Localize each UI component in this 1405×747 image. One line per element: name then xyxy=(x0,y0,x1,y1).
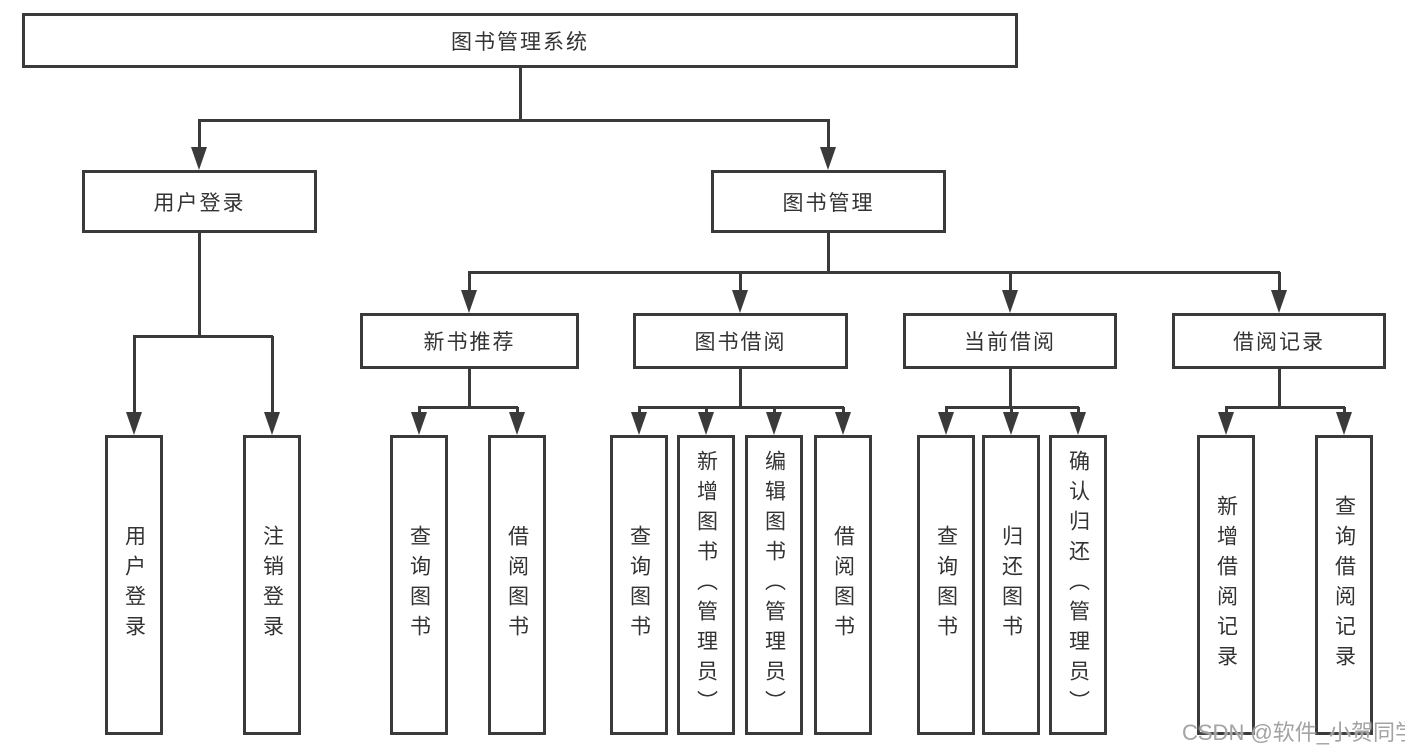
leaf-label: 用户登录 xyxy=(122,525,146,645)
node-user-login: 用户登录 xyxy=(82,170,317,233)
connector-horizontal-line xyxy=(945,406,1079,409)
connector-vertical-line xyxy=(842,407,845,414)
connector-horizontal-line xyxy=(1225,406,1345,409)
connector-vertical-line xyxy=(1009,369,1012,409)
arrowhead-down-icon xyxy=(1070,412,1086,435)
leaf-label: 确认归还（管理员） xyxy=(1066,450,1090,720)
node-label: 新书推荐 xyxy=(423,331,516,354)
arrowhead-down-icon xyxy=(938,412,954,435)
node-new-book-recommendation: 新书推荐 xyxy=(360,313,579,369)
leaf-add-books-admin: 新增图书（管理员） xyxy=(677,435,735,735)
arrowhead-down-icon xyxy=(1336,412,1352,435)
node-library-management-system: 图书管理系统 xyxy=(22,13,1018,68)
leaf-label: 查询图书 xyxy=(627,525,651,645)
node-label: 用户登录 xyxy=(153,191,246,215)
leaf-label: 归还图书 xyxy=(999,525,1023,645)
connector-vertical-line xyxy=(739,369,742,409)
arrowhead-down-icon xyxy=(835,412,851,435)
node-label: 图书管理 xyxy=(782,191,875,215)
connector-horizontal-line xyxy=(638,406,844,409)
arrowhead-down-icon xyxy=(509,412,525,435)
connector-vertical-line xyxy=(418,407,421,414)
node-current-borrowing: 当前借阅 xyxy=(903,313,1117,369)
leaf-query-books-current: 查询图书 xyxy=(917,435,975,735)
arrowhead-down-icon xyxy=(126,412,142,435)
connector-vertical-line xyxy=(198,119,201,150)
arrowhead-down-icon xyxy=(191,147,207,170)
connector-vertical-line xyxy=(945,407,948,414)
node-book-borrowing: 图书借阅 xyxy=(633,313,848,369)
leaf-confirm-return-admin: 确认归还（管理员） xyxy=(1049,435,1107,735)
leaf-label: 注销登录 xyxy=(260,525,284,645)
connector-horizontal-line xyxy=(468,271,1280,274)
arrowhead-down-icon xyxy=(461,290,477,313)
leaf-label: 借阅图书 xyxy=(505,525,529,645)
leaf-label: 新增图书（管理员） xyxy=(694,450,718,720)
leaf-user-login: 用户登录 xyxy=(105,435,163,735)
connector-vertical-line xyxy=(271,336,274,414)
arrowhead-down-icon xyxy=(698,412,714,435)
connector-vertical-line xyxy=(133,336,136,414)
csdn-watermark: CSDN @软件_小贺同学 xyxy=(1182,720,1405,745)
node-borrowing-records: 借阅记录 xyxy=(1172,313,1386,369)
connector-horizontal-line xyxy=(133,335,273,338)
leaf-query-books-borrow: 查询图书 xyxy=(610,435,668,735)
node-label: 图书管理系统 xyxy=(451,30,589,54)
leaf-label: 新增借阅记录 xyxy=(1214,495,1238,675)
connector-vertical-line xyxy=(1009,272,1012,292)
connector-vertical-line xyxy=(1225,407,1228,414)
node-label: 当前借阅 xyxy=(964,331,1056,354)
arrowhead-down-icon xyxy=(1218,412,1234,435)
connector-vertical-line xyxy=(827,233,830,274)
connector-vertical-line xyxy=(198,233,201,338)
connector-vertical-line xyxy=(739,272,742,292)
node-label: 借阅记录 xyxy=(1233,331,1325,354)
leaf-label: 编辑图书（管理员） xyxy=(762,450,786,720)
leaf-label: 查询图书 xyxy=(407,525,431,645)
connector-vertical-line xyxy=(516,407,519,414)
connector-vertical-line xyxy=(827,119,830,150)
leaf-add-borrow-record: 新增借阅记录 xyxy=(1197,435,1255,735)
arrowhead-down-icon xyxy=(766,412,782,435)
leaf-label: 查询图书 xyxy=(934,525,958,645)
leaf-query-books-recommend: 查询图书 xyxy=(390,435,448,735)
connector-horizontal-line xyxy=(198,119,829,122)
connector-vertical-line xyxy=(1278,272,1281,292)
node-book-management: 图书管理 xyxy=(711,170,946,233)
connector-vertical-line xyxy=(1278,369,1281,409)
arrowhead-down-icon xyxy=(732,290,748,313)
connector-vertical-line xyxy=(705,407,708,414)
leaf-borrow-books: 借阅图书 xyxy=(814,435,872,735)
connector-vertical-line xyxy=(519,68,522,121)
leaf-label: 查询借阅记录 xyxy=(1332,495,1356,675)
node-label: 图书借阅 xyxy=(694,331,787,354)
leaf-query-borrow-record: 查询借阅记录 xyxy=(1315,435,1373,735)
leaf-label: 借阅图书 xyxy=(831,525,855,645)
connector-vertical-line xyxy=(1343,407,1346,414)
arrowhead-down-icon xyxy=(1271,290,1287,313)
connector-horizontal-line xyxy=(418,406,518,409)
leaf-edit-books-admin: 编辑图书（管理员） xyxy=(745,435,803,735)
connector-vertical-line xyxy=(638,407,641,414)
arrowhead-down-icon xyxy=(411,412,427,435)
connector-vertical-line xyxy=(1077,407,1080,414)
connector-vertical-line xyxy=(468,369,471,409)
arrowhead-down-icon xyxy=(631,412,647,435)
connector-vertical-line xyxy=(1010,407,1013,414)
leaf-borrow-books-recommend: 借阅图书 xyxy=(488,435,546,735)
leaf-logout: 注销登录 xyxy=(243,435,301,735)
connector-vertical-line xyxy=(773,407,776,414)
leaf-return-books: 归还图书 xyxy=(982,435,1040,735)
connector-vertical-line xyxy=(468,272,471,292)
arrowhead-down-icon xyxy=(264,412,280,435)
arrowhead-down-icon xyxy=(1002,290,1018,313)
arrowhead-down-icon xyxy=(820,147,836,170)
arrowhead-down-icon xyxy=(1003,412,1019,435)
